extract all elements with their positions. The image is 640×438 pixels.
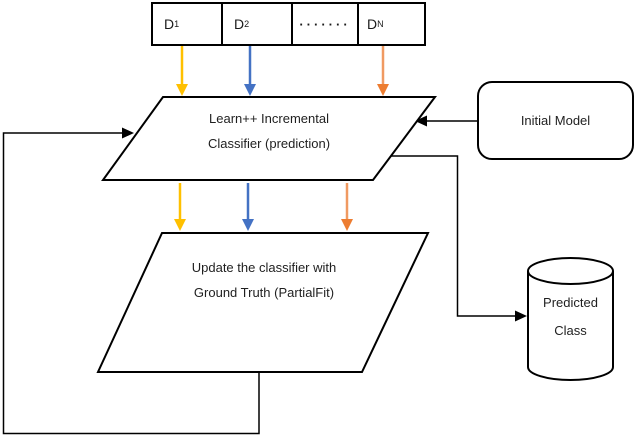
initial-model-text: Initial Model [520,113,591,128]
learn-classifier-parallelogram [101,96,437,181]
data-blocks-rect [151,2,426,46]
feedback-loop-connector [2,127,260,435]
data-arrow-blue-top [244,46,256,96]
data-blocks-box [151,2,426,46]
initial-model-label: Initial Model [478,82,633,159]
update-classifier-line1: Update the classifier with [191,260,337,275]
blue-arrowhead-icon [242,219,254,231]
orange-arrowhead-icon [377,84,389,96]
update-classifier-label: Update the classifier with Ground Truth … [143,255,385,305]
predicted-class-cylinder [527,257,614,381]
yellow-arrowhead-icon [176,84,188,96]
feedback-arrowhead-icon [122,127,134,139]
predicted-class-arrowhead-icon [515,310,527,322]
learn-classifier-line1: Learn++ Incremental [209,111,329,126]
data-cell-ellipsis: ······· [292,3,358,45]
cylinder-top [527,257,614,285]
update-classifier-line2: Ground Truth (PartialFit) [193,285,335,300]
initial-model-box [477,81,634,160]
data-cell-label: D [234,16,245,32]
yellow-arrowhead-icon [174,219,186,231]
orange-arrowhead-icon [341,219,353,231]
data-cell-label: D [164,16,175,32]
data-arrow-yellow-mid [174,183,186,231]
predicted-class-line [391,155,515,317]
data-arrow-yellow-top [176,46,188,96]
predicted-class-line1: Predicted [543,295,598,310]
feedback-loop-line [2,132,260,435]
learn-classifier-line2: Classifier (prediction) [207,136,331,151]
initial-model-arrowhead-icon [415,115,427,127]
initial-model-connector [415,115,477,127]
predicted-class-line2: Class [554,323,587,338]
data-arrow-orange-mid [341,183,353,231]
predicted-class-connector [391,155,527,322]
blue-arrowhead-icon [244,84,256,96]
update-classifier-parallelogram [96,232,430,373]
cylinder-body [527,271,614,381]
learn-classifier-label: Learn++ Incremental Classifier (predicti… [148,106,390,156]
ellipsis-dots: ······· [299,16,351,32]
data-arrow-orange-top [377,46,389,96]
data-arrow-blue-mid [242,183,254,231]
predicted-class-label: Predicted Class [528,289,613,345]
data-cell-label: D [367,16,378,32]
